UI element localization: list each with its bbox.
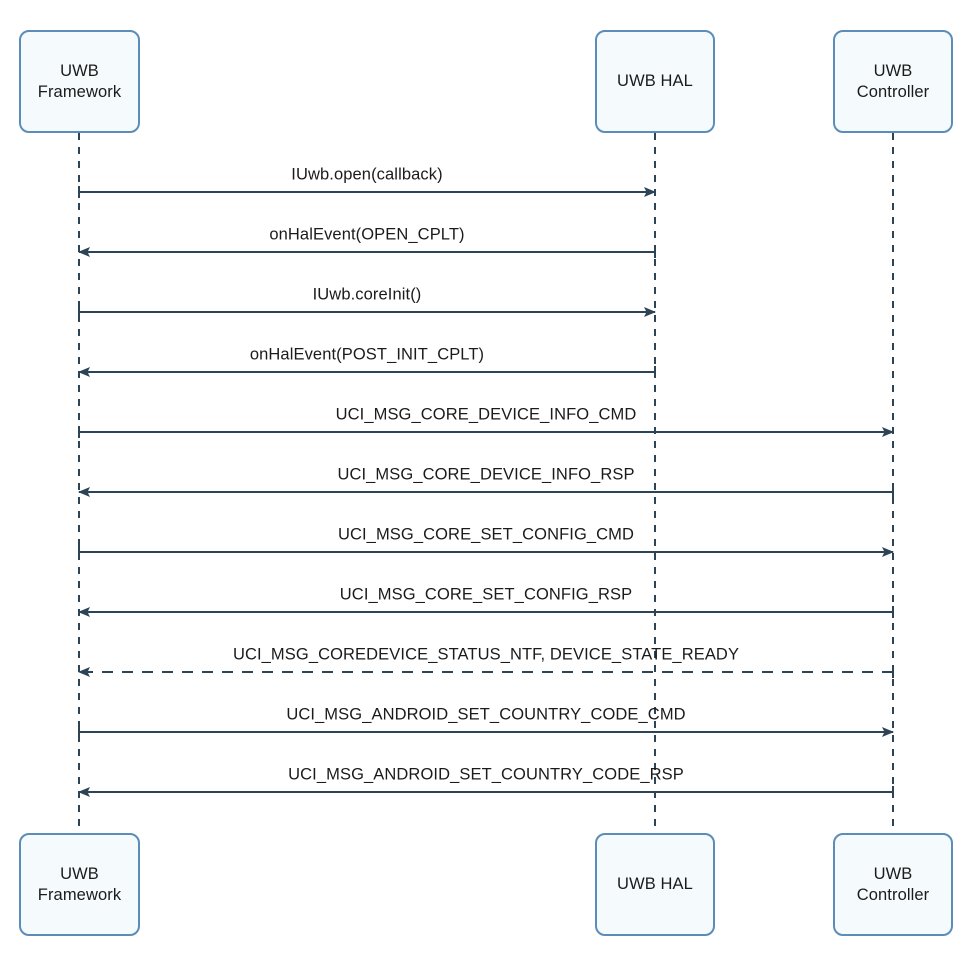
participant-label-controller: UWB Controller: [856, 61, 930, 101]
participant-box-hal-header[interactable]: UWB HAL: [595, 30, 715, 133]
participant-label-hal: UWB HAL: [617, 875, 693, 894]
participant-label-framework: UWB Framework: [37, 61, 122, 101]
participant-box-framework-footer[interactable]: UWB Framework: [19, 833, 140, 936]
participant-box-hal-footer[interactable]: UWB HAL: [595, 833, 715, 936]
message-arrows-group: [78, 186, 894, 798]
participant-box-controller-footer[interactable]: UWB Controller: [833, 833, 953, 936]
participant-box-controller-header[interactable]: UWB Controller: [833, 30, 953, 133]
lifelines-group: [78, 133, 894, 833]
participant-label-hal: UWB HAL: [617, 72, 693, 91]
participant-label-framework: UWB Framework: [37, 864, 122, 904]
participant-label-controller: UWB Controller: [856, 864, 930, 904]
participant-box-framework-header[interactable]: UWB Framework: [19, 30, 140, 133]
